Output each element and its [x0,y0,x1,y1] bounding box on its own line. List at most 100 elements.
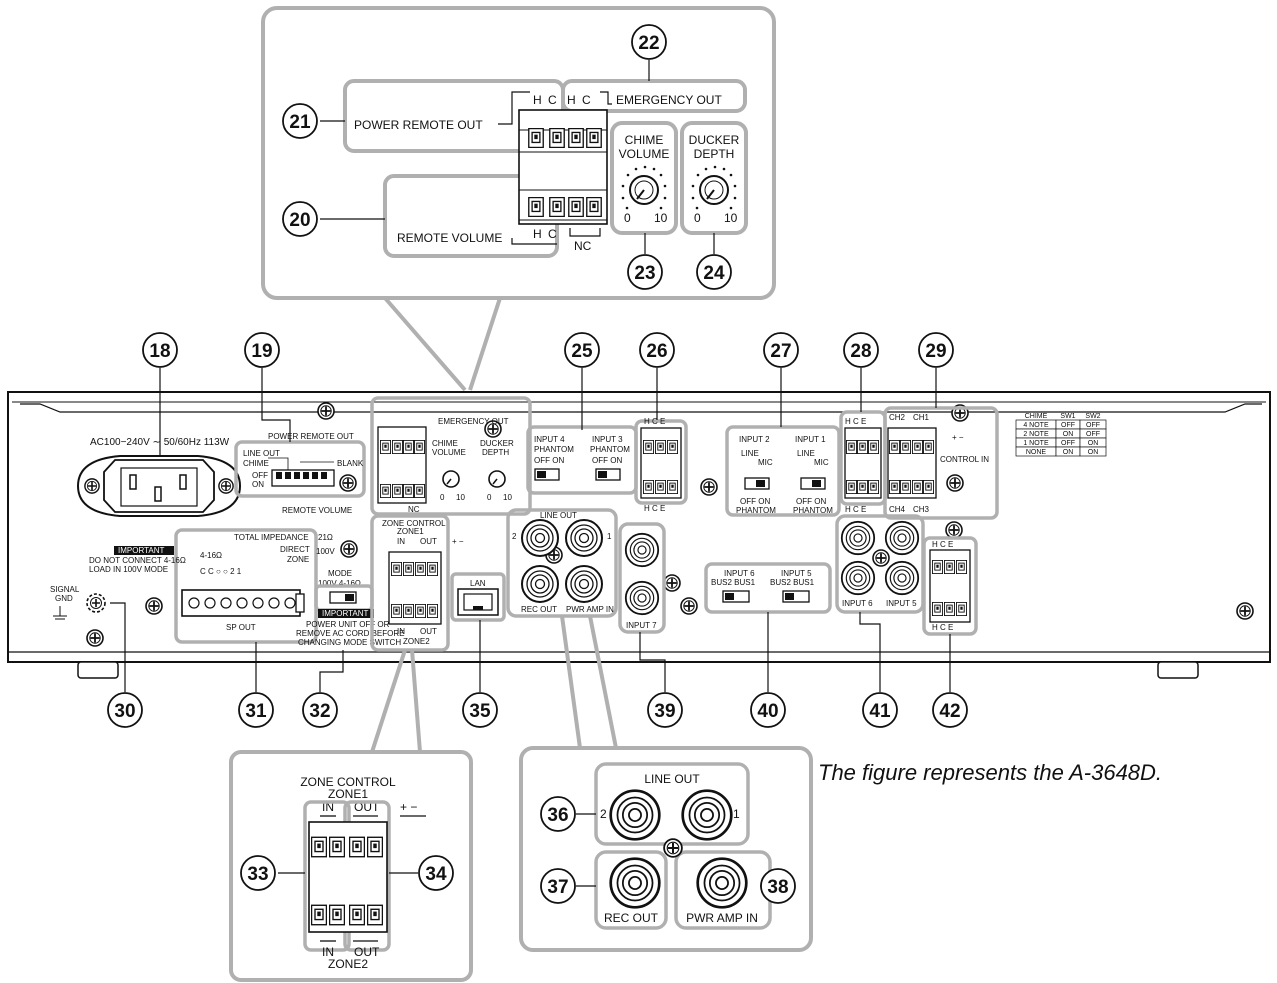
input7-group [618,522,666,634]
input5-jack-b[interactable] [884,560,920,596]
signal-gnd-screw[interactable] [86,593,106,613]
callout-27: 27 [763,332,799,368]
input5-jack-a[interactable] [884,520,920,556]
callout-20: 20 [282,201,318,237]
lan-port[interactable] [457,588,499,616]
line-out-1-jack[interactable] [565,519,603,557]
input1-line-mic-switch[interactable] [800,477,826,490]
imp-21-label: 21Ω [318,533,333,542]
callout-42: 42 [932,692,968,728]
warn-5-label: CHANGING MODE SWITCH [298,638,401,647]
input6-jack-a[interactable] [840,520,876,556]
chime-volume-knob[interactable] [621,165,667,210]
plus-minus-panel-label: + − [452,537,464,546]
rec-out-jack[interactable] [521,565,559,603]
input6-bus-switch[interactable] [722,590,750,603]
zone-label: ZONE [287,555,309,564]
callout-25: 25 [564,332,600,368]
c-label-3: C [548,227,557,241]
ac-inlet [76,455,242,517]
input3-phantom-switch[interactable] [595,468,621,481]
zoom-line-out-1-jack[interactable] [681,789,733,841]
hce-label: H C E [644,417,665,426]
callout-number-33: 33 [247,864,268,885]
one-label: 1 [607,532,612,541]
rec-out-panel-label: REC OUT [521,605,557,614]
callout-number-31: 31 [245,701,267,722]
input7-jack-b[interactable] [624,580,660,616]
callout-number-34: 34 [425,864,447,885]
callout-28: 28 [843,332,879,368]
screw-icon [945,521,963,539]
ch4-label: CH4 [889,505,906,514]
zoom-pwr-amp-in-jack[interactable] [696,857,748,909]
zone-control-terminal[interactable] [388,551,442,625]
callout-22: 22 [631,24,667,60]
input12-switch-group [725,425,841,517]
off-on-label-2: OFF ON [592,456,622,465]
hce-label-3: H C E [845,417,866,426]
callout-39: 39 [647,692,683,728]
ducker-depth-knob[interactable] [691,165,737,210]
input56-terminal[interactable] [929,549,971,623]
chime-table-header: SW2 [1085,413,1100,420]
out-panel-label-2: OUT [420,627,437,636]
volume-panel-label: VOLUME [432,448,466,457]
chime-volume-group [610,121,678,235]
pwr-amp-in-jack[interactable] [565,565,603,603]
zoom-plus-minus-label: + − [400,800,417,814]
input12-terminal[interactable] [844,427,882,499]
zoom-rec-out-jack[interactable] [609,857,661,909]
v100-label: 100V [316,547,335,556]
chime-table-header: SW1 [1060,413,1075,420]
callout-number-35: 35 [469,701,491,722]
screw-icon [700,478,718,496]
chime-max-label: 10 [654,211,668,225]
line-out-label: LINE OUT [243,449,280,458]
chime-table-cell: 1 NOTE [1023,440,1049,447]
screw-icon [872,549,890,567]
callout-number-27: 27 [770,341,791,362]
remote-terminal-block[interactable] [377,426,427,504]
input34-terminal[interactable] [640,427,682,499]
screw-icon [145,597,163,615]
zero-label-2: 0 [487,493,492,502]
mode-switch[interactable] [329,591,357,604]
chime-table-cell: OFF [1061,422,1075,429]
line-out-2-jack[interactable] [521,519,559,557]
zoom-connectors [370,615,618,753]
screw-icon [218,478,234,494]
chime-volume-panel-knob[interactable] [442,470,460,488]
callout-19: 19 [244,332,280,368]
input3-label: INPUT 3 [592,435,623,444]
plus-minus-label: + − [952,433,964,442]
h-label-3: H [533,227,542,241]
screw-icon [1236,602,1254,620]
input6-jack-b[interactable] [840,560,876,596]
ch1-label: CH1 [913,413,930,422]
off-label: OFF [252,471,268,480]
sp-out-terminal[interactable] [181,589,305,617]
control-in-group [883,406,999,520]
callout-number-22: 22 [638,33,659,54]
input4-phantom-switch[interactable] [534,468,560,481]
zoom-zone1-label: ZONE1 [328,787,368,801]
screw-icon [84,478,100,494]
input5-bus-switch[interactable] [782,590,810,603]
input7-jack-a[interactable] [624,532,660,568]
in-panel-label-2: IN [397,627,405,636]
zoom-line-out-2-jack[interactable] [609,789,661,841]
zone1-panel-label: ZONE1 [397,527,424,536]
screw-icon [680,597,698,615]
dip-switch[interactable] [271,469,335,487]
chime-table-header: CHIME [1025,413,1048,420]
callout-32: 32 [302,692,338,728]
control-in-terminal[interactable] [887,427,937,499]
input2-line-mic-switch[interactable] [744,477,770,490]
ducker-depth-panel-knob[interactable] [488,470,506,488]
ducker-min-label: 0 [694,211,701,225]
bus2-bus1-label: BUS2 BUS1 [711,578,756,587]
chime-volume-panel-label: CHIME [432,439,458,448]
zoom-zone-terminal[interactable] [308,821,388,933]
